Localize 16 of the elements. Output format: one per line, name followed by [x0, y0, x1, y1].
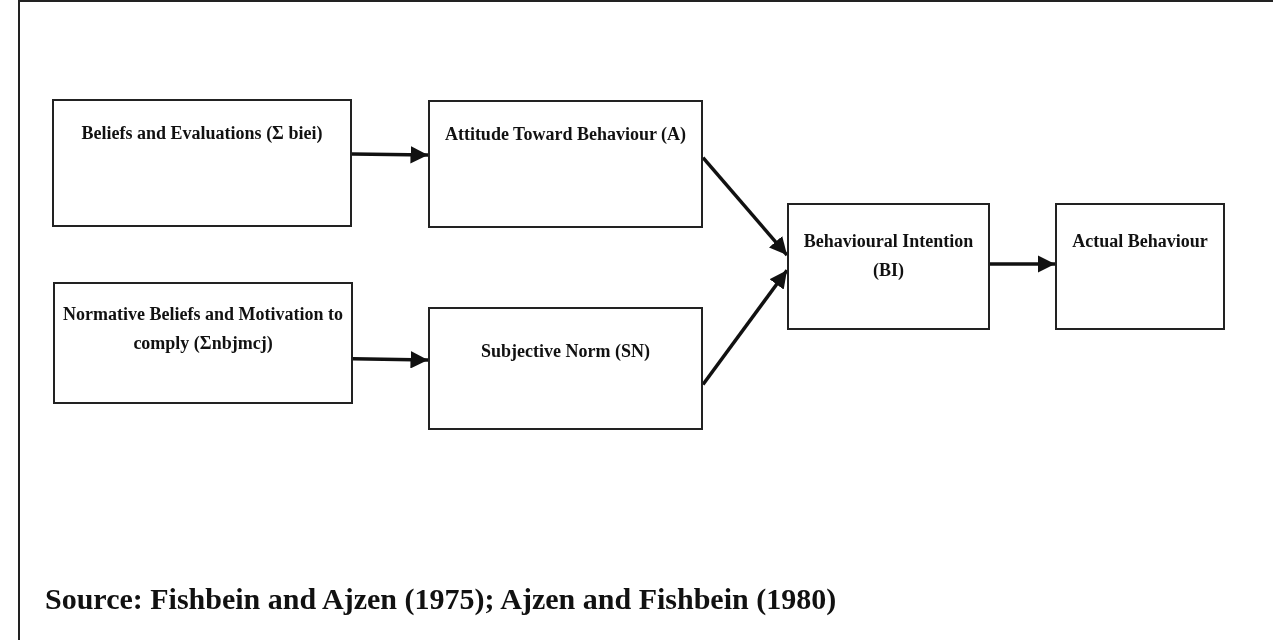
process-box: [428, 307, 703, 430]
box-label: Behavioural Intention (BI): [802, 230, 975, 282]
process-box: [1055, 203, 1225, 330]
process-box: [428, 100, 703, 228]
box-label: Normative Beliefs and Motivation to comply (Σnbjmcj): [63, 303, 343, 355]
process-box: [52, 99, 352, 227]
box-label: Subjective Norm (SN): [481, 340, 650, 363]
box-label: Attitude Toward Behaviour (A): [444, 123, 687, 146]
box-label: Actual Behaviour: [1072, 230, 1208, 253]
source-caption: Source: Fishbein and Ajzen (1975); Ajzen and Fishbein (1980): [45, 581, 837, 617]
box-label: Beliefs and Evaluations (Σ biei): [81, 122, 323, 145]
process-box: [787, 203, 990, 330]
arrow: [352, 350, 429, 369]
arrow: [990, 255, 1055, 273]
arrow: [351, 146, 429, 164]
process-box: [53, 282, 353, 404]
